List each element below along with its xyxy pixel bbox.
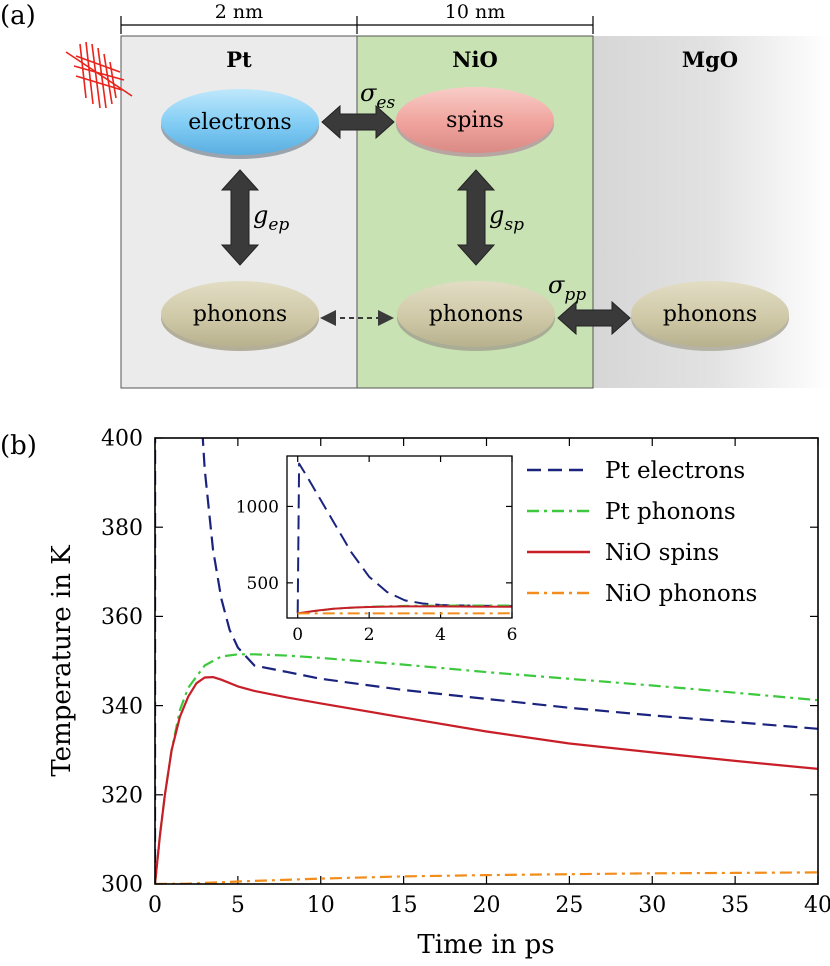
inset-x-tick-label: 4	[435, 625, 446, 645]
inset-series	[296, 462, 512, 615]
main-x-tick-label: 10	[307, 893, 335, 918]
sigma-es-label: σes	[360, 79, 395, 113]
main-y-tick-label: 300	[101, 873, 143, 898]
main-series-nio-phonons	[155, 871, 818, 884]
inset-x-tick-label: 6	[507, 625, 518, 645]
y-axis-title: Temperature in K	[47, 545, 77, 777]
inset-series-nio-spins	[297, 605, 512, 615]
main-series-pt-phonons	[155, 653, 818, 884]
main-y-tick-label: 320	[101, 784, 143, 809]
legend-label-pt-phonons: Pt phonons	[605, 499, 736, 525]
main-x-tick-label: 40	[804, 893, 830, 918]
electrons-label: electrons	[188, 110, 291, 135]
main-x-tick-label: 25	[555, 893, 583, 918]
legend-label-pt-electrons: Pt electrons	[605, 458, 745, 484]
main-series-nio-spins	[155, 676, 818, 884]
main-x-tick-label: 15	[390, 893, 418, 918]
inset-background	[287, 456, 512, 618]
legend-label-nio-phonons: NiO phonons	[605, 581, 757, 607]
nio-layer-title: NiO	[452, 47, 497, 72]
sigma-pp-label: σpp	[548, 271, 586, 305]
main-x-tick-label: 35	[721, 893, 749, 918]
inset-y-tick-label: 500	[247, 574, 279, 594]
nio-thickness-label: 10 nm	[445, 1, 505, 23]
nio-phonons-label: phonons	[429, 302, 523, 327]
pt-thickness-label: 2 nm	[215, 1, 263, 23]
main-y-tick-label: 400	[101, 427, 143, 452]
main-plot-frame	[154, 437, 819, 885]
pt-layer-title: Pt	[226, 47, 252, 72]
panel-a-label: (a)	[0, 1, 36, 31]
main-y-tick-label: 340	[101, 694, 143, 719]
mgo-layer-title: MgO	[682, 47, 738, 72]
main-x-tick-label: 5	[231, 893, 245, 918]
electron-spin-arrow	[321, 104, 395, 140]
dimension-bars	[120, 16, 594, 34]
legend-label-nio-spins: NiO spins	[605, 540, 719, 566]
panel-b-label: (b)	[0, 431, 37, 461]
electron-phonon-arrow	[220, 169, 260, 266]
x-axis-title: Time in ps	[417, 930, 554, 960]
main-y-tick-label: 380	[101, 516, 143, 541]
inset-y-tick-label: 1000	[236, 497, 279, 517]
phonon-phonon-arrow	[557, 300, 631, 336]
main-x-tick-label: 0	[148, 893, 162, 918]
main-series	[155, 438, 818, 884]
main-series-pt-electrons	[155, 438, 818, 884]
panel-a: (a) 2 nm 10 nm Pt NiO MgO electrons	[0, 1, 830, 389]
spin-phonon-arrow	[456, 169, 496, 266]
main-y-tick-label: 360	[101, 605, 143, 630]
inset-tick-labels: 0 2 4 6 500 1000	[236, 497, 518, 645]
main-x-tick-label: 30	[638, 893, 666, 918]
pt-phonons-label: phonons	[193, 302, 287, 327]
g-ep-label: gep	[253, 201, 289, 235]
inset-x-tick-label: 0	[292, 625, 303, 645]
g-sp-label: gsp	[489, 201, 524, 235]
mgo-phonons-label: phonons	[663, 302, 757, 327]
inset-x-tick-label: 2	[364, 625, 375, 645]
laser-pulse-icon	[65, 41, 133, 109]
main-x-tick-label: 20	[473, 893, 501, 918]
inset-plot-frame	[286, 455, 513, 619]
spins-label: spins	[446, 108, 504, 133]
